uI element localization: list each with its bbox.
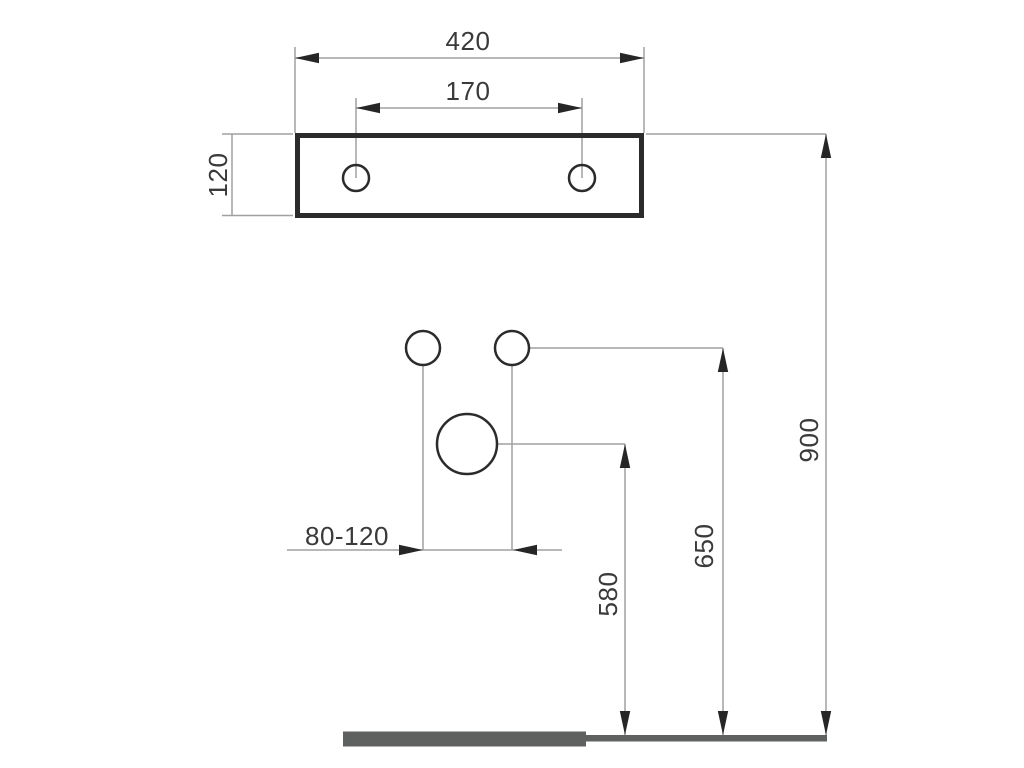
dim-170-arrow-right	[558, 102, 582, 114]
dim-label-170: 170	[446, 76, 491, 106]
dimension-labels: 420 170 120 80-120 580 650 900	[203, 26, 824, 616]
dim-650-arrow-top	[717, 348, 729, 372]
dimension-arrows	[295, 52, 832, 735]
dim-420-arrow-right	[620, 52, 644, 64]
dim-650-arrow-bottom	[717, 711, 729, 735]
floor-line-thin	[586, 735, 827, 742]
dimension-lines	[222, 47, 827, 735]
dim-580-arrow-bottom	[619, 711, 631, 735]
dim-420-arrow-left	[295, 52, 319, 64]
supply-connection-left	[404, 329, 442, 367]
mounting-hole-right	[567, 163, 597, 193]
dim-580-arrow-top	[619, 444, 631, 468]
dim-170-arrow-left	[356, 102, 380, 114]
dim-label-650: 650	[689, 524, 719, 569]
dim-label-80-120: 80-120	[305, 521, 389, 551]
mounting-hole-left	[341, 163, 371, 193]
dim-label-900: 900	[794, 418, 824, 463]
supply-connection-right	[493, 329, 531, 367]
dim-label-120: 120	[203, 153, 233, 198]
dim-80-120-arrow-right	[513, 544, 537, 556]
dim-label-580: 580	[593, 572, 623, 617]
product-shapes	[295, 133, 827, 747]
dim-900-arrow-top	[820, 134, 832, 158]
floor-line-thick	[343, 731, 586, 747]
dim-80-120-arrow-left	[399, 544, 423, 556]
dim-label-420: 420	[446, 26, 491, 56]
basin-front-outline	[295, 133, 644, 218]
drain-outlet	[435, 412, 499, 476]
dim-900-arrow-bottom	[820, 711, 832, 735]
